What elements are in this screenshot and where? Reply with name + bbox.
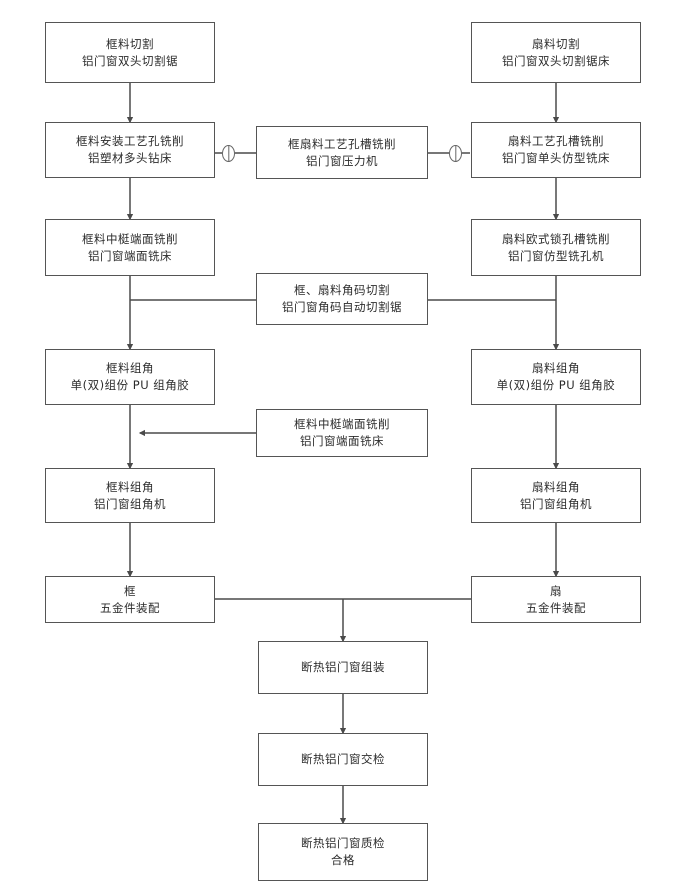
node-thermal-break-window-assembly: 断热铝门窗组装 [258,641,428,694]
node-frame-corner-crimping-line2: 铝门窗组角机 [94,496,166,511]
node-frame-mullion-end-milling-secondary: 框料中梃端面铣削 铝门窗端面铣床 [256,409,428,457]
node-sash-process-hole-groove-milling-line2: 铝门窗单头仿型铣床 [502,151,610,165]
node-thermal-break-window-qualified: 断热铝门窗质检 合格 [258,823,428,881]
node-frame-corner-assembly-glue: 框料组角 单(双)组份 PU 组角胶 [45,349,215,405]
node-corner-key-cutting: 框、扇料角码切割 铝门窗角码自动切割锯 [256,273,428,325]
node-frame-hardware-assembly-line1: 框 [124,583,136,598]
node-frame-corner-crimping: 框料组角 铝门窗组角机 [45,468,215,523]
node-thermal-break-window-qualified-line2: 合格 [331,853,355,867]
node-frame-sash-press-line2: 铝门窗压力机 [306,153,378,168]
node-thermal-break-window-qualified-line1: 断热铝门窗质检 [301,836,385,851]
node-sash-cutting-line2: 铝门窗双头切割锯床 [502,53,610,68]
node-sash-corner-assembly-glue-line2: 单(双)组份 PU 组角胶 [496,378,616,392]
node-frame-mullion-end-milling-secondary-line1: 框料中梃端面铣削 [294,417,390,432]
node-frame-process-hole-milling-line1: 框料安装工艺孔铣削 [76,134,184,149]
node-sash-corner-crimping: 扇料组角 铝门窗组角机 [471,468,641,523]
node-sash-corner-assembly-glue: 扇料组角 单(双)组份 PU 组角胶 [471,349,641,405]
node-corner-key-cutting-line1: 框、扇料角码切割 [294,283,390,298]
node-frame-process-hole-milling-line2: 铝塑材多头钻床 [88,151,172,165]
node-frame-mullion-end-milling-line2: 铝门窗端面铣床 [88,248,172,263]
node-corner-key-cutting-line2: 铝门窗角码自动切割锯 [282,300,402,314]
node-sash-corner-assembly-glue-line1: 扇料组角 [532,361,580,376]
node-sash-lock-hole-milling: 扇料欧式锁孔槽铣削 铝门窗仿型铣孔机 [471,219,641,276]
node-frame-corner-assembly-glue-line2: 单(双)组份 PU 组角胶 [70,378,190,392]
node-sash-hardware-assembly: 扇 五金件装配 [471,576,641,623]
node-sash-lock-hole-milling-line1: 扇料欧式锁孔槽铣削 [502,231,610,246]
node-thermal-break-window-inspection-line1: 断热铝门窗交检 [301,752,385,767]
connector-node-left [222,145,235,162]
node-frame-cutting-line1: 框料切割 [106,36,154,51]
node-frame-process-hole-milling: 框料安装工艺孔铣削 铝塑材多头钻床 [45,122,215,178]
node-sash-cutting-line1: 扇料切割 [532,36,580,51]
node-sash-hardware-assembly-line1: 扇 [550,583,562,598]
node-frame-sash-press: 框扇料工艺孔槽铣削 铝门窗压力机 [256,126,428,179]
node-sash-process-hole-groove-milling-line1: 扇料工艺孔槽铣削 [508,134,604,149]
node-frame-sash-press-line1: 框扇料工艺孔槽铣削 [288,136,396,151]
node-sash-corner-crimping-line2: 铝门窗组角机 [520,496,592,511]
node-sash-cutting: 扇料切割 铝门窗双头切割锯床 [471,22,641,83]
connector-node-right [449,145,462,162]
node-frame-hardware-assembly-line2: 五金件装配 [100,600,160,615]
node-thermal-break-window-inspection: 断热铝门窗交检 [258,733,428,786]
node-thermal-break-window-assembly-line1: 断热铝门窗组装 [301,660,385,675]
node-sash-process-hole-groove-milling: 扇料工艺孔槽铣削 铝门窗单头仿型铣床 [471,122,641,178]
node-frame-corner-assembly-glue-line1: 框料组角 [106,361,154,376]
node-frame-cutting: 框料切割 铝门窗双头切割锯 [45,22,215,83]
node-frame-mullion-end-milling-secondary-line2: 铝门窗端面铣床 [300,434,384,448]
node-sash-corner-crimping-line1: 扇料组角 [532,479,580,494]
node-sash-lock-hole-milling-line2: 铝门窗仿型铣孔机 [508,248,604,263]
node-frame-hardware-assembly: 框 五金件装配 [45,576,215,623]
node-sash-hardware-assembly-line2: 五金件装配 [526,600,586,615]
node-frame-mullion-end-milling-line1: 框料中梃端面铣削 [82,231,178,246]
node-frame-corner-crimping-line1: 框料组角 [106,479,154,494]
node-frame-mullion-end-milling: 框料中梃端面铣削 铝门窗端面铣床 [45,219,215,276]
node-frame-cutting-line2: 铝门窗双头切割锯 [82,53,178,68]
